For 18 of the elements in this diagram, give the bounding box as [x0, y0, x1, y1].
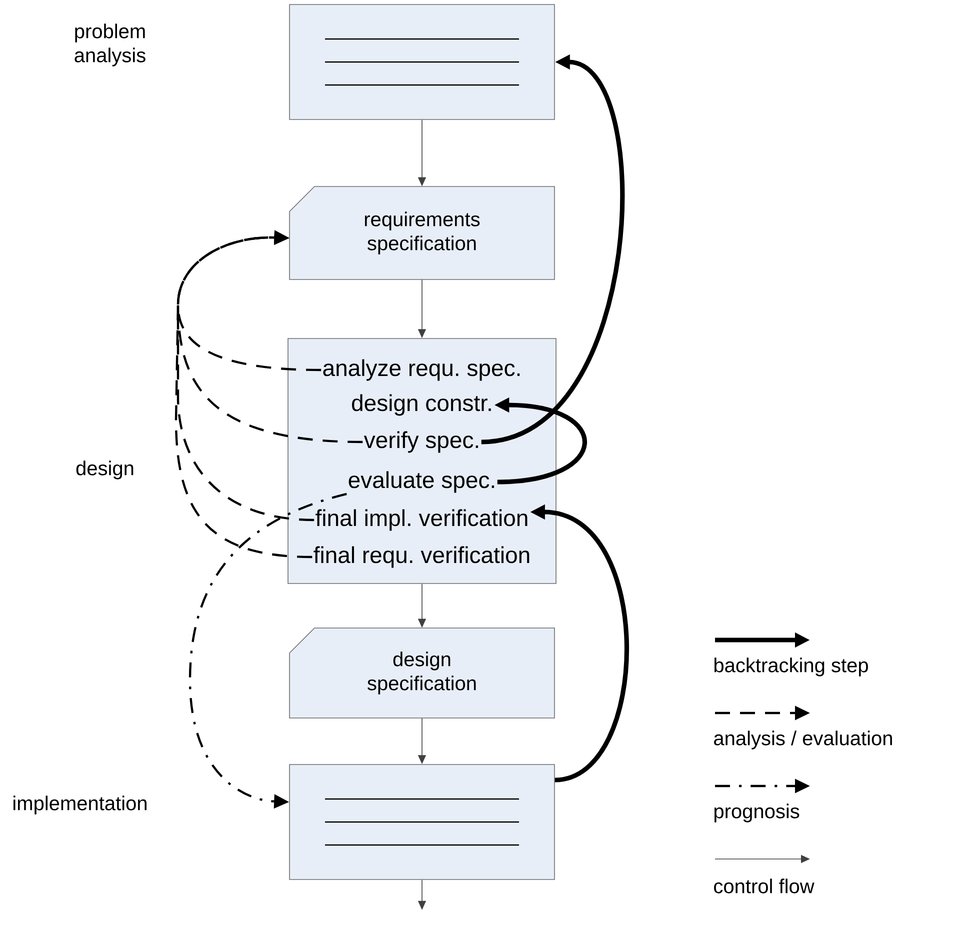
process-box	[289, 4, 555, 120]
task-label: design constr.	[352, 394, 491, 416]
legend-text: prognosis	[714, 804, 800, 822]
stage-label: implementation	[14, 796, 146, 814]
process-box: requirements specification	[289, 186, 555, 280]
task-label: analyze requ. spec.	[323, 359, 520, 381]
legend-text: backtracking step	[714, 658, 868, 676]
task-label: verify spec.	[364, 431, 478, 453]
legend-text: control flow	[714, 878, 814, 894]
stage-label: problem analysis	[74, 24, 146, 66]
task-label: evaluate spec.	[348, 471, 494, 493]
process-box	[289, 764, 555, 880]
task-label: final impl. verification	[316, 509, 528, 531]
legend-text: analysis / evaluation	[714, 730, 892, 750]
process-box: design specification	[289, 628, 555, 718]
task-label: final requ. verification	[314, 546, 530, 568]
stage-label: design	[76, 460, 134, 480]
process-box	[288, 338, 556, 584]
